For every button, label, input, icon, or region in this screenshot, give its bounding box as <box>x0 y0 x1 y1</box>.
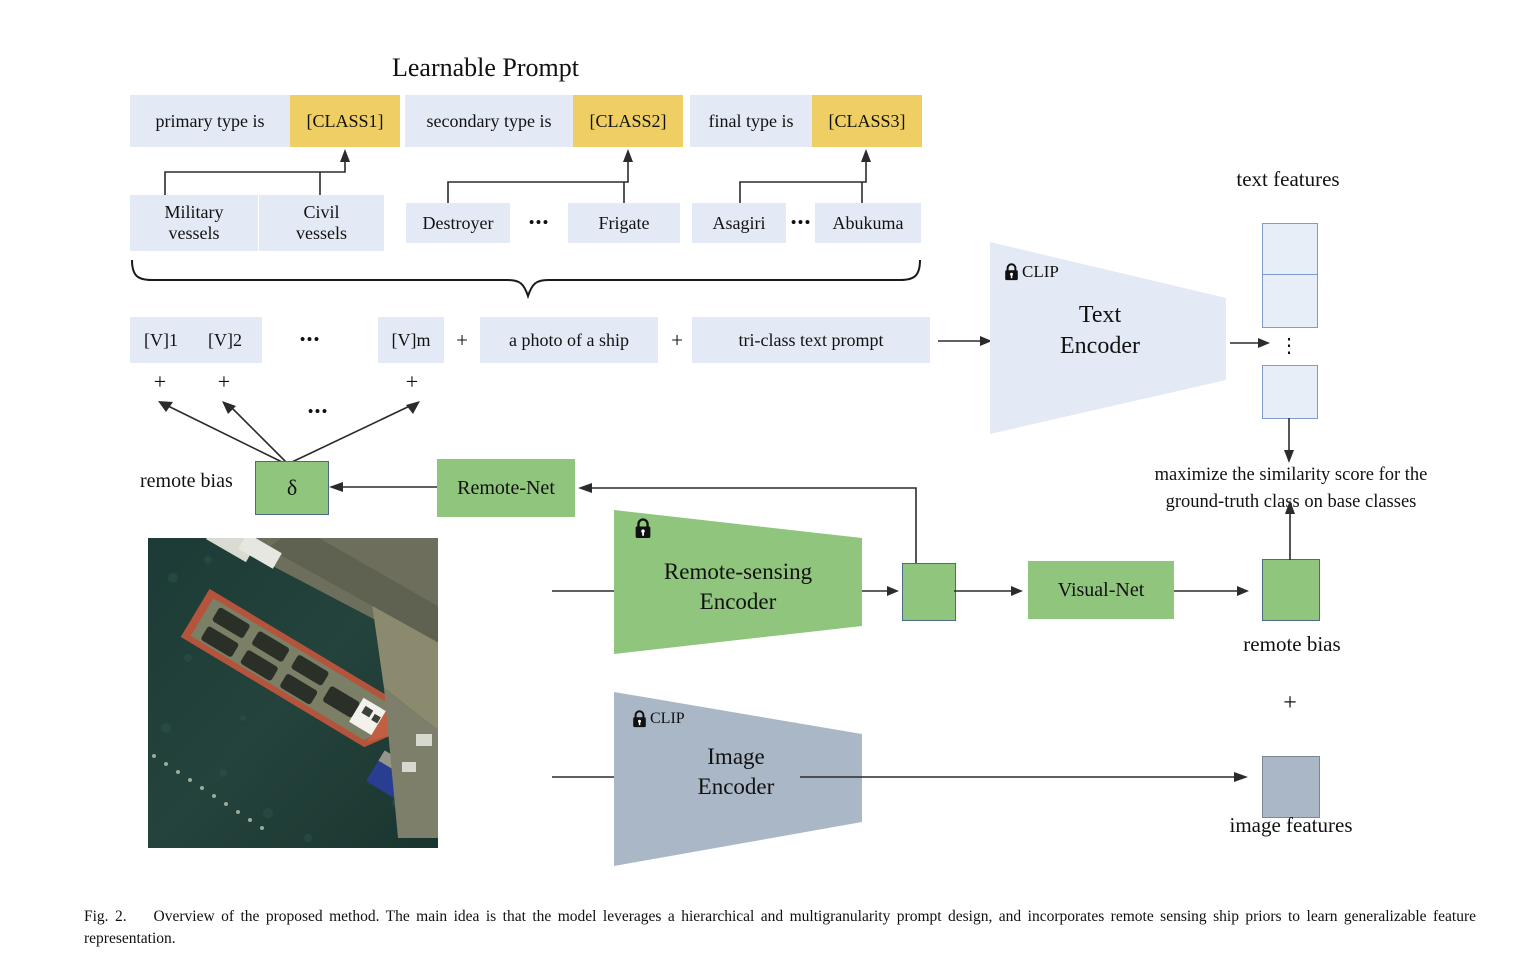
class-cell-frigate: Frigate <box>568 203 680 243</box>
class-cell-destroyer: Destroyer <box>406 203 510 243</box>
class-cell-asagiri: Asagiri <box>692 203 786 243</box>
plus-sum-sign: + <box>1283 690 1297 717</box>
triclass-prompt-box: tri-class text prompt <box>692 317 930 363</box>
class-ellipsis-group2: ••• <box>528 213 550 233</box>
image-encoder-label: Image Encoder <box>620 742 852 803</box>
arrow-tokens-to-text-encoder <box>938 336 992 346</box>
text-feature-cell-n <box>1262 365 1318 419</box>
lock-icon <box>633 710 646 728</box>
remote-encoder-lock <box>634 518 652 539</box>
satellite-ship-illustration <box>148 538 438 848</box>
prompt-cell-secondary-type: secondary type is <box>405 95 573 147</box>
image-encoder-label-line1: Image <box>707 744 765 769</box>
remote-sensing-ship-image <box>148 538 438 848</box>
objective-line-1: maximize the similarity score for the <box>1154 465 1428 485</box>
class-cell-military-vessels: Military vessels <box>130 195 258 251</box>
text-encoder-lock-label: CLIP <box>1022 262 1059 281</box>
arrow-remotenet-to-delta <box>329 482 439 492</box>
arrow-text-encoder-to-features <box>1230 338 1270 348</box>
objective-text: maximize the similarity score for the gr… <box>1086 462 1496 516</box>
objective-line-2: ground-truth class on base classes <box>1165 491 1417 512</box>
plus-sign-photo-triclass: + <box>671 327 683 352</box>
remote-sensing-encoder-shape <box>614 510 862 654</box>
plus-under-v2: + <box>217 369 231 395</box>
image-features-square <box>1262 756 1320 818</box>
remote-net-box: Remote-Net <box>437 459 575 517</box>
lock-icon <box>1005 263 1018 281</box>
visual-net-box: Visual-Net <box>1028 561 1174 619</box>
remote-encoder-label: Remote-sensing Encoder <box>620 557 856 617</box>
text-encoder-label: Text Encoder <box>1010 300 1190 362</box>
text-encoder-label-line1: Text <box>1078 302 1122 328</box>
token-vm: [V]m <box>378 317 444 363</box>
remote-bias-right-label: remote bias <box>1243 632 1341 656</box>
token-ellipsis: ••• <box>299 330 321 350</box>
figure-caption: Fig. 2. Overview of the proposed method.… <box>84 906 1476 951</box>
token-group-box-1 <box>130 317 262 363</box>
arrow-text-features-to-objective <box>1284 418 1294 463</box>
plus-under-v1: + <box>153 369 167 395</box>
class-ellipsis-group3: ••• <box>790 213 812 233</box>
text-encoder-lock-group: CLIP <box>1004 262 1059 282</box>
image-encoder-lock-group: CLIP <box>632 710 685 728</box>
text-feature-cell-1 <box>1262 223 1318 277</box>
prompt-cell-class3: [CLASS3] <box>812 95 922 147</box>
lock-icon <box>635 518 651 538</box>
token-v1: [V]1 <box>144 329 178 350</box>
figure-title: Learnable Prompt <box>392 53 579 82</box>
prompt-cell-class1: [CLASS1] <box>290 95 400 147</box>
text-feature-cell-2 <box>1262 274 1318 328</box>
remote-bias-left-label: remote bias <box>140 470 233 492</box>
text-features-label: text features <box>1236 167 1340 191</box>
prompt-cell-primary-type: primary type is <box>130 95 290 147</box>
class-cell-abukuma: Abukuma <box>815 203 921 243</box>
image-features-label: image features <box>1229 813 1353 837</box>
text-encoder-shape <box>990 242 1226 434</box>
image-encoder-lock-label: CLIP <box>650 710 685 727</box>
plus-sign-tokens-photo: + <box>456 327 468 352</box>
plus-under-vm: + <box>405 369 419 395</box>
text-features-vertical-dots: ⋮ <box>1279 334 1299 357</box>
remote-encoder-label-line1: Remote-sensing <box>663 559 813 584</box>
arrow-feature-to-visual-net <box>954 586 1023 596</box>
prompt-cell-final-type: final type is <box>690 95 812 147</box>
caption-label: Fig. 2. <box>84 908 127 925</box>
remote-bias-square <box>1262 559 1320 621</box>
arrow-visual-net-to-remote-bias <box>1174 586 1249 596</box>
delta-box: δ <box>255 461 329 515</box>
bias-arrow-ellipsis: ••• <box>307 402 329 422</box>
class-cell-civil-vessels: Civil vessels <box>259 195 384 251</box>
image-encoder-shape <box>614 692 862 866</box>
arrow-remote-encoder-to-feature <box>862 586 899 596</box>
prompt-cell-class2: [CLASS2] <box>573 95 683 147</box>
text-encoder-label-line2: Encoder <box>1060 333 1140 360</box>
remote-feature-square <box>902 563 956 621</box>
image-encoder-label-line2: Encoder <box>697 774 775 800</box>
token-v2: [V]2 <box>208 329 242 350</box>
caption-body: Overview of the proposed method. The mai… <box>84 908 1477 948</box>
photo-prompt-box: a photo of a ship <box>480 317 658 363</box>
remote-encoder-label-line2: Encoder <box>699 588 777 614</box>
grouping-brace <box>131 259 921 300</box>
